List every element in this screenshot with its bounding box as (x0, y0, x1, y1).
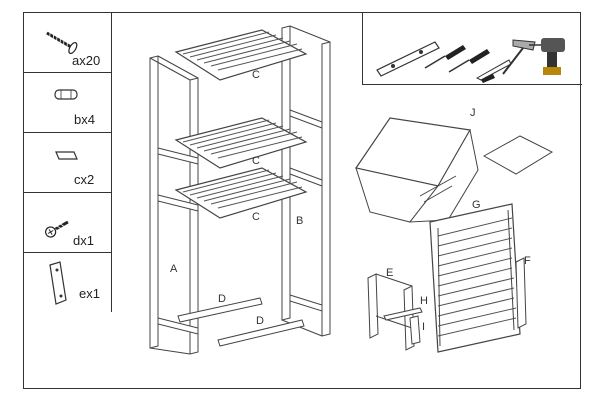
ladder-frame-b (281, 25, 331, 337)
part-d-label: dx1 (73, 233, 94, 248)
callout-c-middle: C (252, 155, 260, 167)
rail-d-2 (217, 319, 305, 347)
callout-b: B (296, 215, 303, 227)
screw-anchor-icon (45, 220, 69, 238)
shelf-c-middle (174, 117, 308, 169)
callout-e: E (386, 267, 393, 279)
hammer-icon (502, 39, 536, 75)
shelf-c-bottom (174, 167, 308, 219)
part-a-label: ax20 (72, 53, 101, 68)
screw-icon (46, 31, 78, 55)
parts-list: ax20 bx4 cx2 dx1 (23, 12, 112, 312)
door-panel-g (429, 203, 521, 353)
callout-d-1: D (218, 293, 226, 305)
callout-c-bottom: C (252, 211, 260, 223)
callout-f: F (524, 255, 531, 267)
callout-a: A (170, 263, 178, 275)
callout-d-2: D (256, 315, 264, 327)
drawer-box-j (355, 117, 479, 223)
dowel-icon (54, 89, 78, 100)
callout-i: I (422, 321, 425, 333)
piece-h (383, 307, 423, 321)
part-e-label: ex1 (79, 286, 100, 301)
rail-d-1 (177, 297, 263, 323)
part-c-cell: cx2 (23, 132, 111, 193)
screwdriver-icon (424, 45, 466, 69)
callout-c-top: C (252, 69, 260, 81)
piece-i (409, 315, 421, 345)
frame-f (515, 257, 527, 329)
flat-panel (482, 135, 554, 175)
part-c-label: cx2 (74, 172, 95, 187)
callout-j: J (470, 107, 476, 119)
ladder-frame-a (149, 55, 199, 355)
part-e-cell: ex1 (23, 252, 111, 312)
shelf-c-top (174, 29, 308, 81)
level-icon (376, 41, 440, 77)
callout-g: G (472, 199, 481, 211)
tools-panel (362, 12, 582, 85)
part-a-cell: ax20 (23, 12, 111, 73)
bracket-icon (49, 261, 67, 305)
drill-icon (529, 38, 565, 75)
part-b-cell: bx4 (23, 72, 111, 133)
diagram-frame (23, 12, 581, 389)
callout-h: H (420, 295, 428, 307)
pad-icon (55, 151, 78, 160)
screwdriver-icon (448, 49, 490, 73)
part-b-label: bx4 (74, 112, 95, 127)
part-d-cell: dx1 (23, 192, 111, 253)
tools-illustration (376, 38, 565, 83)
